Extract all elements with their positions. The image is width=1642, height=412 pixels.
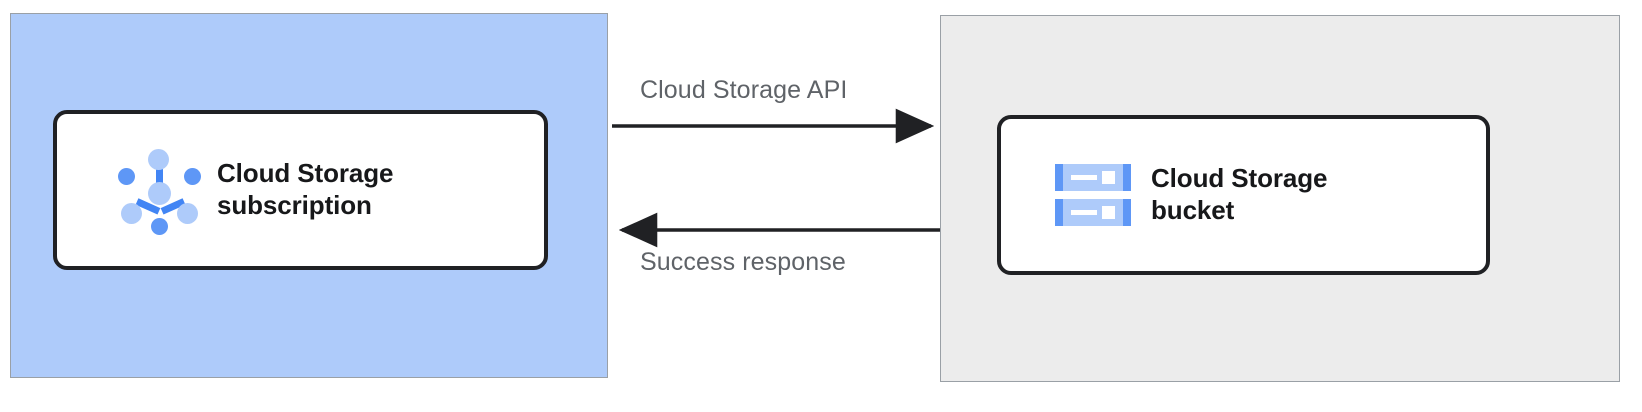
response-edge-label: Success response bbox=[640, 248, 846, 276]
cloud-storage-subscription-node[interactable]: Cloud Storage subscription bbox=[53, 110, 548, 270]
cloud-storage-bucket-node[interactable]: Cloud Storage bucket bbox=[997, 115, 1490, 275]
cloud-storage-subscription-label: Cloud Storage subscription bbox=[217, 158, 394, 220]
cloud-storage-bucket-label: Cloud Storage bucket bbox=[1151, 163, 1328, 225]
request-edge-label: Cloud Storage API bbox=[640, 76, 848, 104]
pubsub-subscription-icon bbox=[115, 146, 203, 235]
cloud-storage-bucket-icon bbox=[1055, 164, 1131, 226]
